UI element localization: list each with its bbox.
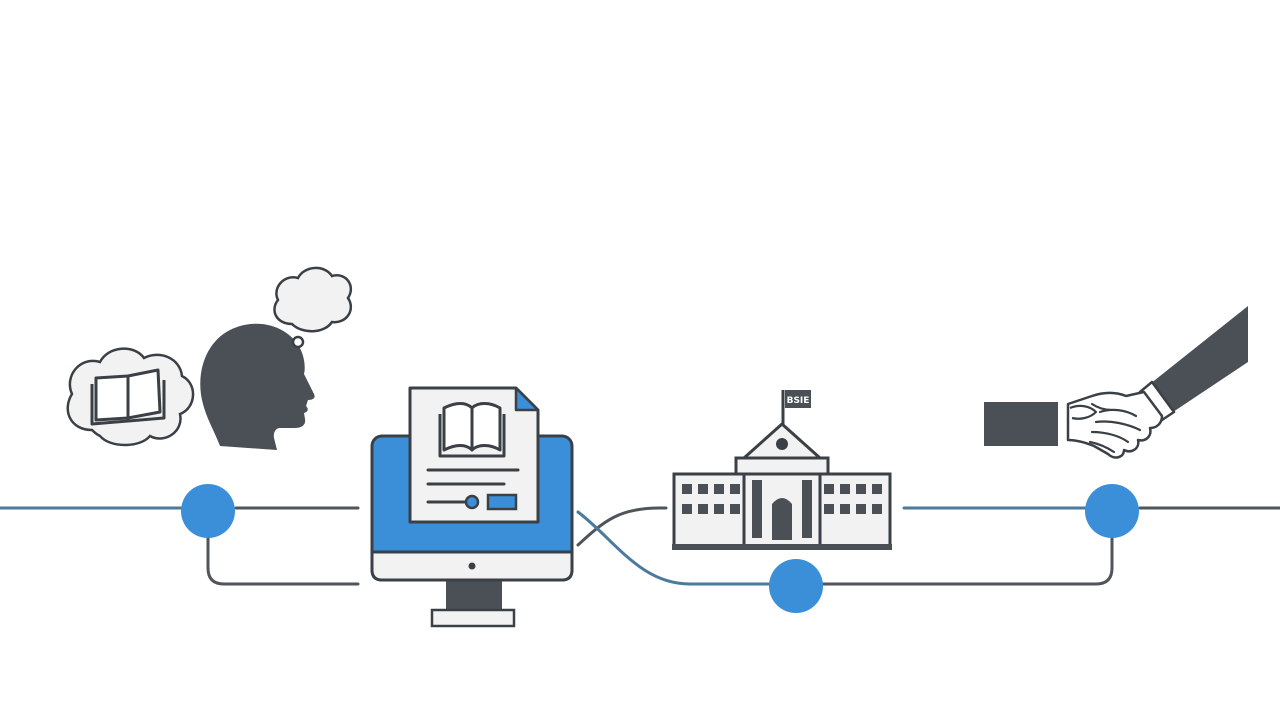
- building-right-windows: [824, 484, 882, 514]
- node-4: [1085, 484, 1139, 538]
- left-sleeve: [984, 402, 1058, 446]
- finger-lines: [1088, 402, 1142, 454]
- monitor-base: [430, 608, 516, 628]
- book-thought-cloud: [66, 347, 195, 447]
- thinking-head-icon: [200, 266, 353, 450]
- flag: [785, 390, 811, 408]
- building-door: [772, 498, 792, 540]
- school-building-icon: BSIE: [672, 390, 892, 550]
- connector-cross-up: [576, 506, 668, 547]
- document-button: [486, 493, 518, 511]
- node-3: [769, 559, 823, 613]
- flag-label: BSIE: [787, 396, 810, 406]
- building-column-2: [802, 480, 812, 538]
- document-fold: [514, 386, 540, 412]
- handshake-icon: [984, 306, 1248, 459]
- building-base: [672, 544, 892, 550]
- building-entablature: [734, 456, 830, 476]
- thought-dot: [291, 335, 305, 349]
- document-book-icon: [438, 402, 506, 458]
- monitor-neck: [446, 580, 502, 614]
- document-slider-knob: [464, 494, 480, 510]
- open-book-icon: [90, 368, 166, 426]
- document-icon: [408, 386, 540, 524]
- thought-cloud-upper: [273, 266, 353, 333]
- connector-cross-down: [576, 510, 772, 586]
- right-sleeve: [1150, 306, 1248, 414]
- thumb: [1069, 404, 1098, 420]
- head-silhouette: [200, 323, 315, 450]
- monitor-power-dot: [468, 562, 476, 570]
- process-nodes: [181, 484, 1139, 613]
- connector-left-lower-loop: [206, 536, 360, 586]
- node-1: [181, 484, 235, 538]
- building-column-1: [752, 480, 762, 538]
- connector-bottom-right: [820, 536, 1114, 586]
- connector-lines: [0, 506, 1280, 586]
- clasped-hands: [1066, 390, 1164, 459]
- building-left-windows: [682, 484, 740, 514]
- building-pediment-oculus: [776, 438, 788, 450]
